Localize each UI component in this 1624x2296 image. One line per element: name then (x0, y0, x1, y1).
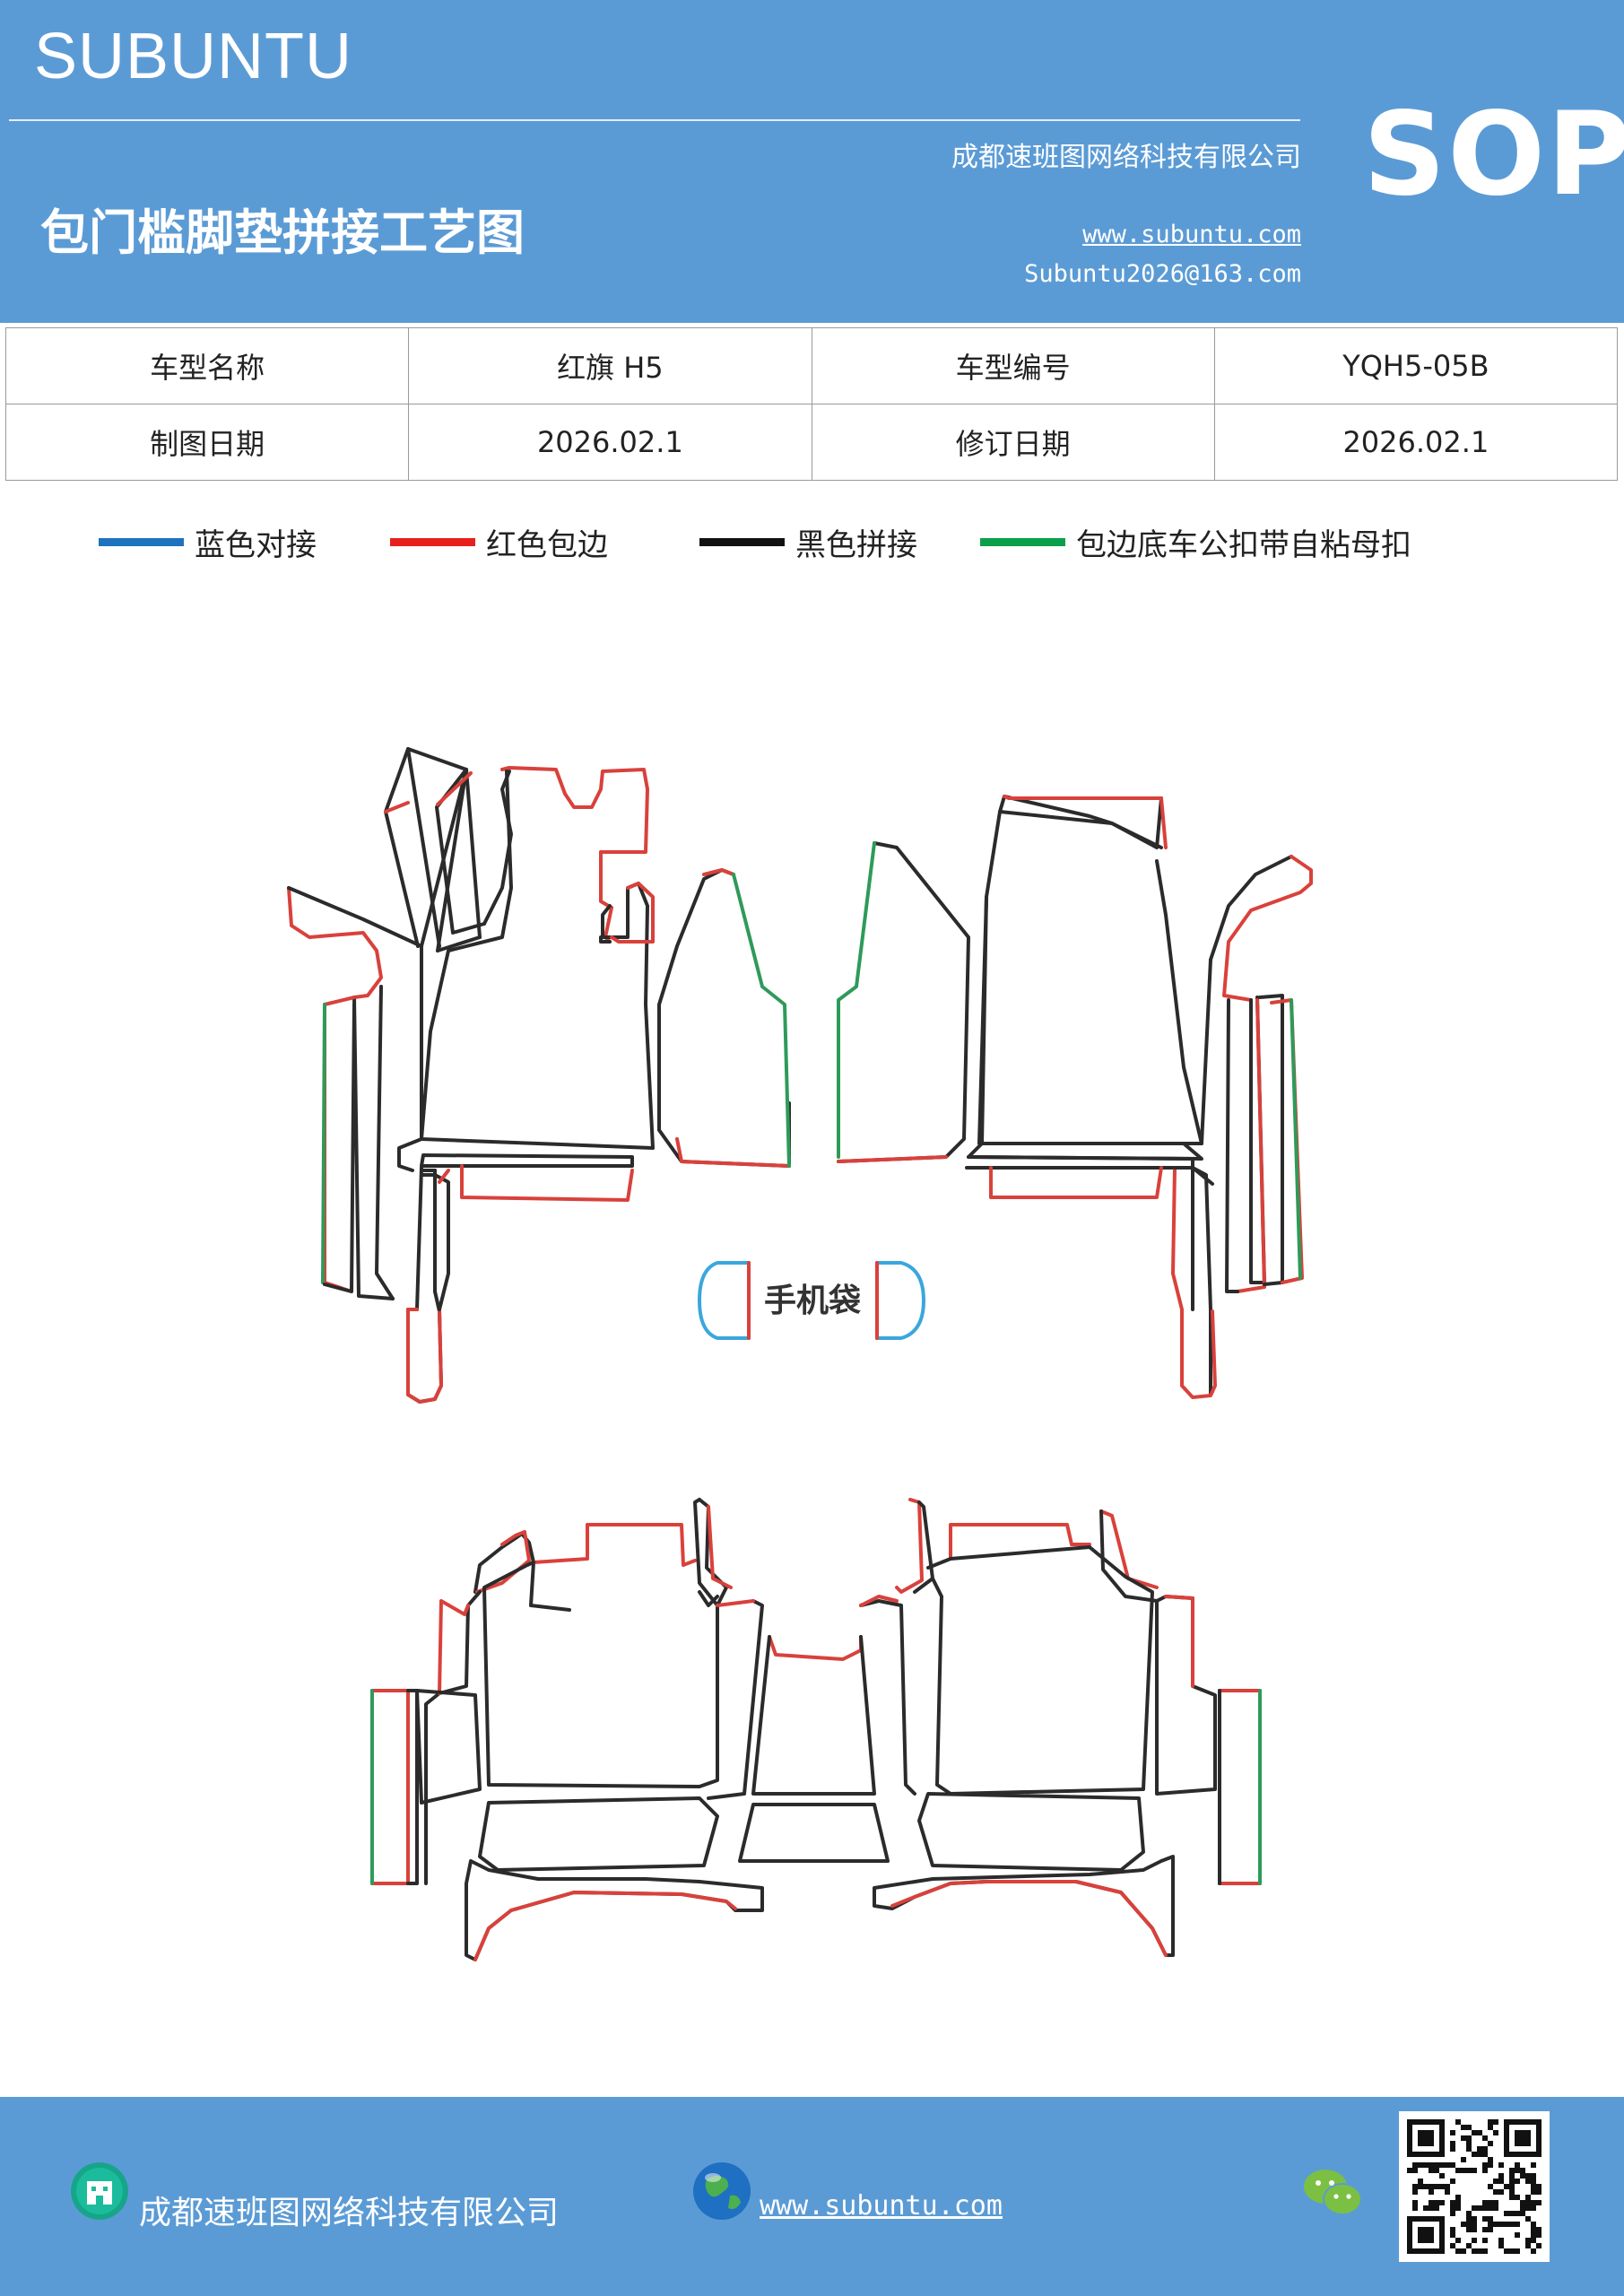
legend-label: 蓝色对接 (195, 527, 317, 563)
legend-item: 黑色拼接 (699, 520, 917, 564)
table-cell: 2026.02.1 (408, 404, 812, 481)
table-row: 制图日期 2026.02.1 修订日期 2026.02.1 (4, 404, 1619, 481)
table-cell: 红旗 H5 (408, 327, 812, 404)
page-title: 包门槛脚垫拼接工艺图 (40, 204, 525, 261)
header-banner: SUBUNTU 成都速班图网络科技有限公司 包门槛脚垫拼接工艺图 www.sub… (0, 0, 1624, 323)
legend-label: 黑色拼接 (795, 527, 917, 563)
table-cell: 2026.02.1 (1213, 404, 1619, 481)
header-website-link[interactable]: www.subuntu.com (1082, 221, 1301, 248)
front-right-door-panel (837, 841, 970, 1163)
legend-swatch (99, 538, 184, 546)
table-cell: 修订日期 (811, 404, 1215, 481)
footer-company: 成都速班图网络科技有限公司 (139, 2195, 560, 2231)
table-row: 车型名称 红旗 H5 车型编号 YQH5-05B (4, 327, 1619, 404)
legend-item: 包边底车公扣带自粘母扣 (980, 520, 1411, 564)
front-left-door-panel (657, 868, 791, 1168)
legend-label: 包边底车公扣带自粘母扣 (1076, 527, 1411, 563)
rear-center-mat (738, 1635, 890, 1863)
rear-left-mat (370, 1498, 764, 1961)
vehicle-info-table: 车型名称 红旗 H5 车型编号 YQH5-05B 制图日期 2026.02.1 … (4, 327, 1619, 481)
wechat-icon (1304, 2170, 1362, 2215)
legend-item: 蓝色对接 (99, 520, 317, 564)
front-left-mat (287, 747, 655, 1404)
building-icon (71, 2162, 128, 2220)
sop-badge: SOP (1363, 88, 1624, 222)
qr-code (1399, 2111, 1550, 2262)
floor-mat-diagram: 手机袋 (287, 747, 1313, 1961)
legend-label: 红色包边 (486, 527, 608, 563)
footer-banner: 成都速班图网络科技有限公司 www.subuntu.com (0, 2097, 1624, 2296)
table-cell: YQH5-05B (1213, 327, 1619, 404)
front-right-mat (965, 795, 1313, 1399)
legend-swatch (699, 538, 785, 546)
legend-swatch (390, 538, 475, 546)
legend-swatch (980, 538, 1065, 546)
table-cell: 车型名称 (4, 327, 410, 404)
table-cell: 车型编号 (811, 327, 1215, 404)
phone-pocket: 手机袋 (698, 1261, 925, 1340)
header-divider (9, 119, 1300, 121)
footer-website-link[interactable]: www.subuntu.com (760, 2190, 1003, 2222)
header-email[interactable]: Subuntu2026@163.com (1024, 260, 1301, 288)
globe-icon (693, 2162, 751, 2220)
legend-item: 红色包边 (390, 520, 608, 564)
table-cell: 制图日期 (4, 404, 410, 481)
brand-name: SUBUNTU (34, 21, 353, 92)
phone-pocket-label: 手机袋 (764, 1283, 861, 1319)
color-legend: 蓝色对接 红色包边 黑色拼接 包边底车公扣带自粘母扣 (0, 520, 1624, 574)
rear-right-mat (859, 1498, 1262, 1957)
header-company: 成都速班图网络科技有限公司 (951, 142, 1301, 173)
